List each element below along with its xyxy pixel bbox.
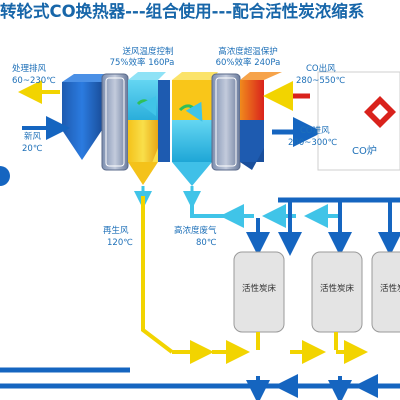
fresh-air-label: 新风 <box>24 132 42 142</box>
supply-control-label: 送风温度控制 <box>122 47 174 57</box>
hc-waste-label: 高浓度废气 <box>174 226 217 236</box>
top-flow-arrows <box>18 80 323 209</box>
carbon-bed-1-label: 活性炭床 <box>241 284 276 294</box>
co-out-temp-label: 280~550℃ <box>296 76 346 86</box>
carbon-beds <box>233 251 400 350</box>
hc-protect-label: 高浓度超温保护 <box>218 47 278 57</box>
hc-waste-temp-label: 80℃ <box>196 238 217 248</box>
regen-air-temp-label: 120℃ <box>107 238 133 248</box>
heat-exchanger-unit-2 <box>172 72 282 186</box>
main-process-duct <box>0 197 400 400</box>
fresh-air-temp-label: 20℃ <box>22 144 43 154</box>
exhaust-temp-label: 60~230℃ <box>12 76 56 86</box>
co-furnace <box>317 71 400 171</box>
hc-waste-path <box>190 200 338 228</box>
supply-efficiency-label: 75%效率 160Pa <box>109 58 175 68</box>
carbon-bed-2-label: 活性炭床 <box>319 284 354 294</box>
co-in-temp-label: 200~300℃ <box>288 138 338 148</box>
heat-exchanger-unit-1 <box>62 72 170 185</box>
diagram-title: 转轮式CO换热器---组合使用---配合活性炭浓缩系 <box>0 2 365 21</box>
exhaust-label: 处理排风 <box>12 64 47 74</box>
carbon-bed-3 <box>371 251 400 333</box>
fan-icon <box>0 166 10 186</box>
hc-protect-efficiency-label: 60%效率 240Pa <box>215 58 281 68</box>
regen-air-path <box>141 196 368 364</box>
carbon-bed-3-label: 活性炭床 <box>379 284 400 294</box>
co-in-label: CO进风 <box>300 126 330 136</box>
co-out-label: CO出风 <box>306 64 336 74</box>
co-furnace-label: CO炉 <box>352 146 377 157</box>
regen-air-label: 再生风 <box>103 226 129 236</box>
